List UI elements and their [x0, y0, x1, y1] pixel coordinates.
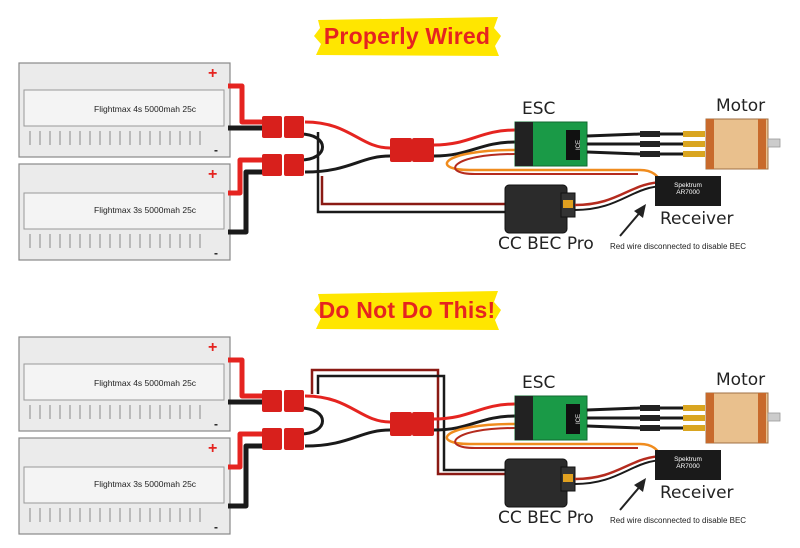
- battery-3s-label: Flightmax 3s 5000mah 25c: [94, 479, 197, 489]
- wiring-diagram: ICE: [18, 62, 781, 261]
- bec-note: Red wire disconnected to disable BEC: [610, 516, 747, 525]
- battery-4s-label: Flightmax 4s 5000mah 25c: [94, 378, 197, 388]
- receiver-model-number: AR7000: [676, 189, 700, 196]
- motor-label: Motor: [716, 96, 766, 116]
- receiver-unit: [655, 176, 721, 206]
- receiver-model: Spektrum AR7000: [655, 456, 721, 470]
- battery-4s: [18, 336, 231, 432]
- esc-input-wires: [433, 402, 516, 432]
- main-leads: [304, 394, 391, 448]
- motor-body: [705, 392, 781, 444]
- battery-3s-minus: -: [214, 246, 218, 260]
- banner: Do Not Do This!: [312, 288, 502, 332]
- battery-4s-minus: -: [214, 417, 218, 431]
- esc-input-wires: [433, 128, 516, 158]
- esc-label: ESC: [522, 373, 556, 393]
- bec-unit: [504, 458, 576, 508]
- receiver-model-number: AR7000: [676, 463, 700, 470]
- battery-3s-label: Flightmax 3s 5000mah 25c: [94, 205, 197, 215]
- esc-body: ICE: [514, 121, 588, 167]
- battery-3s: [18, 163, 231, 261]
- series-jumper: [299, 406, 324, 436]
- receiver-brand: Spektrum: [674, 456, 702, 463]
- motor-wires: [586, 406, 688, 430]
- receiver-brand: Spektrum: [674, 182, 702, 189]
- bec-label: CC BEC Pro: [498, 508, 594, 528]
- receiver-label: Receiver: [660, 483, 734, 503]
- note-arrow: [619, 478, 646, 511]
- battery-4s-plus: +: [208, 339, 218, 356]
- bec-to-receiver: [574, 454, 666, 481]
- battery-leads: [228, 83, 262, 235]
- bullet-connectors: [640, 405, 705, 431]
- motor-body: [705, 118, 781, 170]
- panel-heading: Properly Wired: [323, 22, 491, 49]
- battery-3s-plus: +: [208, 440, 218, 457]
- banner-highlight: [314, 17, 501, 56]
- panel-do-not-do-this: ICE: [0, 274, 800, 548]
- bec-to-receiver: [574, 180, 666, 207]
- deans-connectors: [262, 390, 434, 450]
- battery-3s-plus: +: [208, 166, 218, 183]
- battery-4s-minus: -: [214, 143, 218, 157]
- receiver-label: Receiver: [660, 209, 734, 229]
- svg-text:ICE: ICE: [576, 140, 582, 150]
- deans-connectors: [262, 116, 434, 176]
- bec-unit: [504, 184, 576, 234]
- bec-wires: [316, 132, 505, 214]
- receiver-model: Spektrum AR7000: [655, 182, 721, 196]
- banner-highlight: [314, 291, 501, 330]
- esc-label: ESC: [522, 99, 556, 119]
- panel-properly-wired: ICE: [18, 14, 781, 261]
- panel-heading: Do Not Do This!: [318, 296, 496, 323]
- banner: Properly Wired: [312, 14, 502, 58]
- bullet-connectors: [640, 131, 705, 157]
- note-arrow: [619, 204, 646, 237]
- battery-4s-label: Flightmax 4s 5000mah 25c: [94, 104, 197, 114]
- bec-note: Red wire disconnected to disable BEC: [610, 242, 747, 251]
- bec-label: CC BEC Pro: [498, 234, 594, 254]
- motor-label: Motor: [716, 370, 766, 390]
- battery-3s-minus: -: [214, 520, 218, 534]
- battery-leads: [228, 357, 262, 509]
- motor-wires: [586, 132, 688, 156]
- battery-4s: [18, 62, 231, 158]
- wiring-diagram: ICE: [18, 336, 781, 535]
- series-jumper: [299, 132, 324, 162]
- battery-3s: [18, 437, 231, 535]
- battery-4s-plus: +: [208, 65, 218, 82]
- svg-text:ICE: ICE: [576, 414, 582, 424]
- incorrect-loop-wires: [310, 368, 505, 476]
- esc-body: ICE: [514, 395, 588, 441]
- receiver-unit: [655, 450, 721, 480]
